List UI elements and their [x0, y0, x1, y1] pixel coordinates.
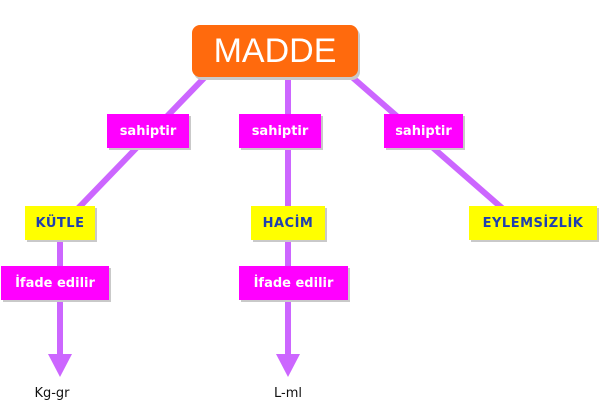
expressed-label-left: İfade edilir [1, 266, 109, 300]
arrowhead-kutle [48, 354, 72, 377]
relation-label-right: sahiptir [384, 114, 463, 148]
relation-label-middle: sahiptir [239, 114, 321, 148]
concept-node-eylemsizlik: EYLEMSİZLİK [469, 206, 597, 240]
expressed-label-middle: İfade edilir [239, 266, 348, 300]
root-node-madde: MADDE [192, 25, 358, 77]
concept-node-kutle: KÜTLE [25, 206, 95, 240]
arrowhead-hacim [276, 354, 300, 377]
relation-label-left: sahiptir [107, 114, 189, 148]
unit-label-hacim: L-ml [274, 385, 302, 401]
connector-madde-kutle [59, 74, 208, 228]
concept-node-hacim: HACİM [251, 206, 325, 240]
unit-label-kutle: Kg-gr [34, 385, 70, 401]
